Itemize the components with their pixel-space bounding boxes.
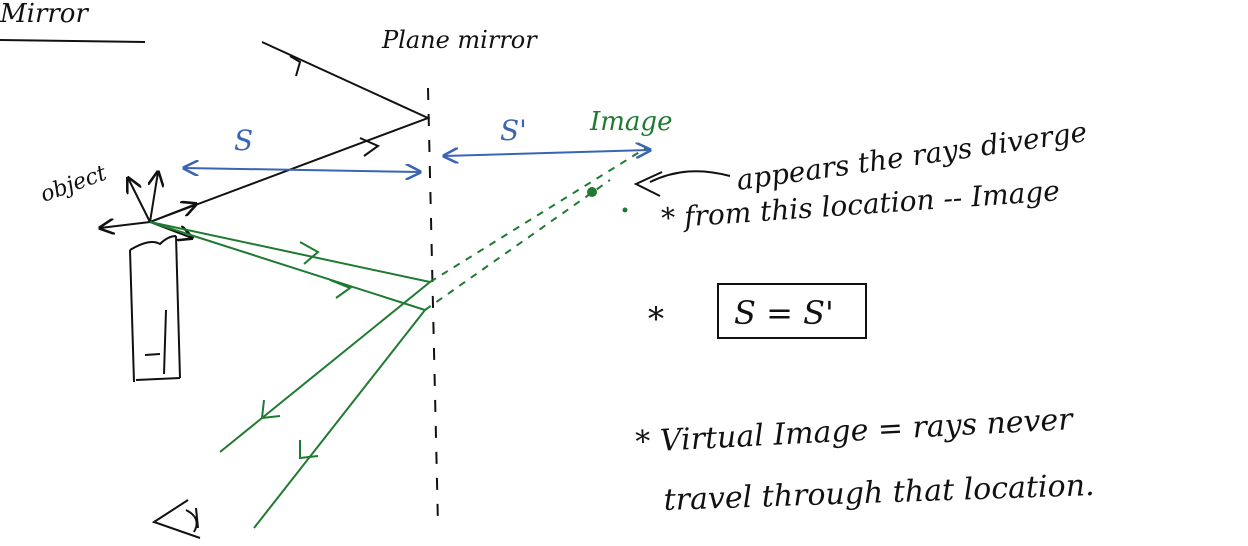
equation-text: S = S' (734, 294, 834, 332)
s-prime-distance-arrow (444, 150, 650, 156)
image-dot (622, 207, 628, 213)
ray-arrow-icon (289, 55, 302, 77)
object-label: object (37, 161, 110, 208)
s-distance-arrow (184, 168, 420, 172)
ray-arrow-icon (359, 137, 381, 157)
pointer-arrow (633, 170, 731, 197)
object-candle (129, 235, 181, 383)
s-label: S (234, 124, 253, 157)
image-label: Image (589, 107, 672, 137)
virtual-note-line-2: travel through that location. (663, 468, 1095, 518)
equation-box (717, 283, 867, 339)
mirror-label: Plane mirror (381, 26, 538, 54)
virtual-note-line-1: * Virtual Image = rays never (635, 402, 1075, 460)
reflected-ray-top (149, 41, 431, 223)
reflected-rays-to-eye (219, 281, 431, 529)
virtual-rays (424, 147, 647, 311)
equation-star: * (648, 300, 664, 338)
image-point (587, 187, 597, 197)
incident-rays (149, 221, 431, 311)
mirror-line (427, 87, 439, 526)
eye-icon (151, 499, 201, 539)
s-prime-label: S' (500, 114, 527, 147)
title-label: Mirror (0, 0, 89, 29)
title-underline (0, 39, 146, 43)
note-line-2: * from this location -- Image (660, 174, 1061, 235)
